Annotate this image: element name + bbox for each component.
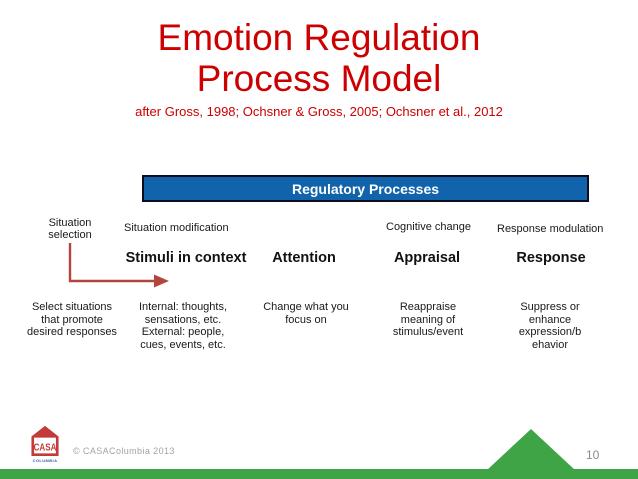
stage-situation-modification: Situation modification [124,222,229,234]
title-line-1: Emotion Regulation [157,17,481,58]
description-appraisal: Reappraise meaning of stimulus/event [392,301,464,338]
heading-response: Response [516,250,586,266]
footer-triangle-accent [487,429,575,470]
casa-logo-icon: CASA [31,425,59,456]
footer-green-bar [0,469,638,479]
heading-stimuli-in-context: Stimuli in context [125,250,247,266]
stage-cognitive-change: Cognitive change [386,221,472,233]
title-line-2: Process Model [196,58,442,99]
slide-title: Emotion Regulation Process Model [0,17,638,99]
banner-label: Regulatory Processes [291,180,440,197]
page-number: 10 [586,448,600,462]
copyright-text: © CASAColumbia 2013 [73,446,175,456]
description-attention: Change what you focus on [263,301,349,326]
casa-logo-subtext: COLUMBIA [32,458,58,463]
regulatory-processes-banner: Regulatory Processes [142,175,589,202]
selection-elbow-arrow-icon [68,243,169,288]
description-stimuli-in-context: Internal: thoughts, sensations, etc. Ext… [138,301,228,351]
heading-attention: Attention [272,250,336,266]
slide-subtitle: after Gross, 1998; Ochsner & Gross, 2005… [135,104,503,119]
stage-response-modulation: Response modulation [497,223,604,235]
stage-situation-selection: Situation selection [48,217,92,241]
description-situation-selection: Select situations that promote desired r… [27,301,117,338]
casa-logo-text: CASA [34,441,57,453]
heading-appraisal: Appraisal [393,250,461,266]
description-response: Suppress or enhance expression/b ehavior [518,301,582,351]
